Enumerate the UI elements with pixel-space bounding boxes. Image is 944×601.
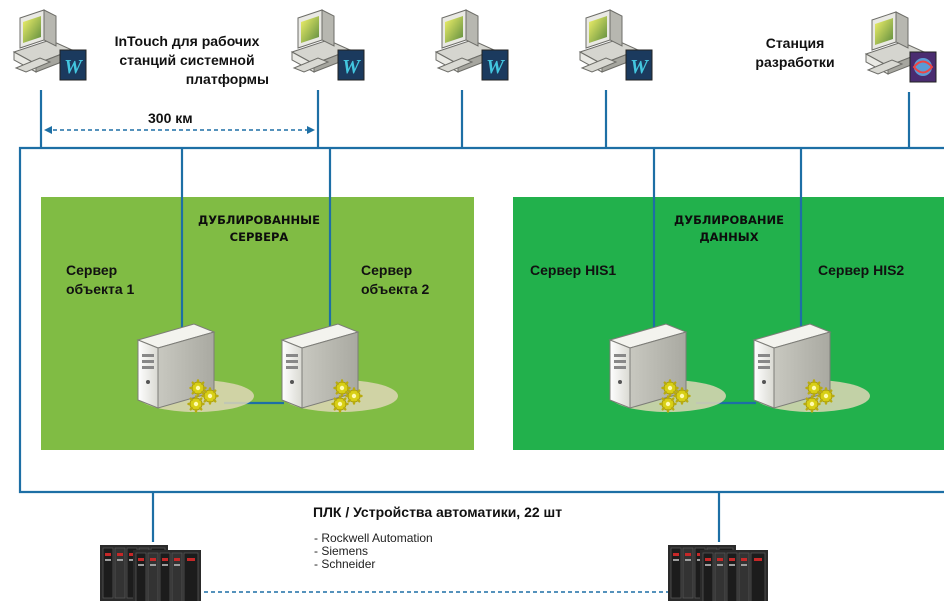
network-lines [18, 90, 944, 542]
his2-label: Сервер HIS2 [818, 262, 905, 278]
workstation-intouch-icon: W [13, 9, 87, 81]
intouch-label-line: InTouch для рабочих [114, 33, 260, 49]
workstation-intouch-icon: W [435, 9, 509, 81]
development-station-icon [865, 11, 937, 83]
server-2-label: Сервер объекта 2 [361, 261, 429, 299]
intouch-label-line: платформы [185, 71, 269, 87]
panel-title-line: ДУБЛИРОВАНИЕ [673, 213, 785, 227]
workstation-intouch-icon: W [579, 9, 653, 81]
panel-title-line: ДУБЛИРОВАННЫЕ [198, 213, 320, 227]
arrow-right-icon [307, 126, 315, 134]
server-label-line: объекта 1 [66, 281, 135, 297]
plc-rack-icon [132, 549, 202, 601]
arrow-left-icon [44, 126, 52, 134]
server-label-line: Сервер [361, 262, 413, 278]
redundant-servers-title: ДУБЛИРОВАННЫЕ СЕРВЕРА [176, 212, 342, 246]
plc-vendor-item: - Siemens [314, 544, 369, 558]
server-label-line: объекта 2 [361, 281, 430, 297]
distance-label: 300 км [148, 110, 193, 126]
data-redundancy-title: ДУБЛИРОВАНИЕ ДАННЫХ [646, 212, 812, 246]
plc-title: ПЛК / Устройства автоматики, 22 шт [313, 504, 563, 520]
panel-title-line: ДАННЫХ [699, 230, 759, 244]
plc-vendor-item: - Rockwell Automation [314, 531, 433, 545]
dev-station-label: Станция разработки [740, 34, 850, 72]
workstation-intouch-icon: W [291, 9, 365, 81]
svg-text:W: W [630, 56, 649, 78]
plc-vendor-item: - Schneider [314, 557, 376, 571]
redundant-servers-panel [41, 197, 474, 450]
main-network-bus [18, 146, 944, 494]
svg-text:W: W [64, 56, 83, 78]
intouch-label-line: станций системной [119, 52, 255, 68]
dev-station-label-line: Станция [765, 35, 825, 51]
panel-title-line: СЕРВЕРА [229, 230, 289, 244]
plc-vendor-list: - Rockwell Automation - Siemens - Schnei… [314, 532, 433, 571]
svg-text:W: W [342, 56, 361, 78]
server-label-line: Сервер [66, 262, 118, 278]
server-1-label: Сервер объекта 1 [66, 261, 134, 299]
his1-label: Сервер HIS1 [530, 262, 617, 278]
svg-text:W: W [486, 56, 505, 78]
plc-rack-icon [699, 549, 769, 601]
data-redundancy-panel [513, 197, 944, 450]
dev-station-label-line: разработки [755, 54, 835, 70]
intouch-label: InTouch для рабочих станций системной пл… [103, 32, 271, 89]
